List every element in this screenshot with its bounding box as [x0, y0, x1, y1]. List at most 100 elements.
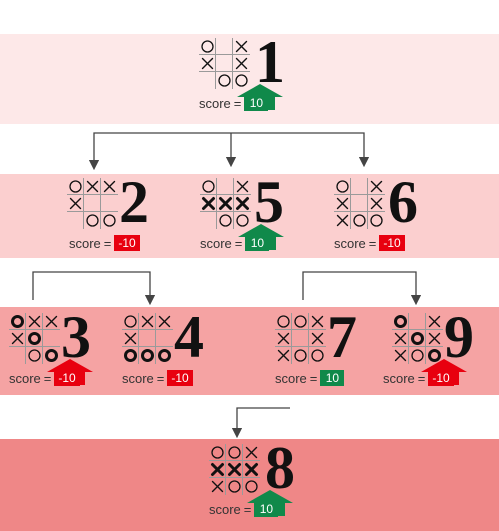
board-cell: [139, 313, 156, 330]
board-cell: [217, 195, 234, 212]
x-mark-icon: [245, 446, 258, 459]
x-mark-icon: [124, 332, 137, 345]
board-cell: [392, 313, 409, 330]
board-cell: [275, 330, 292, 347]
score-row: score=10: [209, 490, 294, 518]
node-number: 9: [444, 304, 474, 370]
tic-tac-toe-board: [199, 38, 250, 89]
board-cell: [426, 347, 443, 364]
board-cell: [101, 195, 118, 212]
board-cell: [67, 178, 84, 195]
x-mark-icon: [336, 214, 349, 227]
board-cell: [292, 330, 309, 347]
score-row: score=-10: [69, 234, 140, 252]
board-cell: [309, 313, 326, 330]
x-mark-icon: [394, 349, 407, 362]
score-value-wrap: -10: [47, 359, 94, 387]
board-cell: [233, 55, 250, 72]
x-mark-icon: [336, 197, 349, 210]
board-cell: [84, 212, 101, 229]
o-mark-icon: [201, 40, 214, 53]
score-label: score=: [275, 371, 317, 386]
o-mark-icon: [86, 214, 99, 227]
score-label: score=: [383, 371, 425, 386]
node-number: 1: [255, 29, 285, 95]
board-cell: [226, 444, 243, 461]
score-badge: -10: [167, 370, 193, 386]
o-mark-icon: [103, 214, 116, 227]
board-cell: [409, 313, 426, 330]
o-mark-icon: [294, 315, 307, 328]
board-cell: [368, 195, 385, 212]
o-mark-icon: [411, 349, 424, 362]
x-mark-icon: [202, 197, 215, 210]
node-number: 7: [327, 304, 357, 370]
score-word: score: [275, 370, 307, 386]
board-cell: [209, 461, 226, 478]
board-cell: [409, 330, 426, 347]
o-mark-icon: [353, 214, 366, 227]
board-cell: [122, 330, 139, 347]
score-value-wrap: 10: [237, 84, 284, 112]
board-cell: [234, 178, 251, 195]
o-mark-icon: [28, 349, 41, 362]
board-cell: [209, 444, 226, 461]
o-mark-icon: [311, 349, 324, 362]
score-badge: 10: [244, 95, 269, 111]
edge-7-to-8: [231, 407, 290, 439]
board-cell: [217, 178, 234, 195]
board-cell: [334, 178, 351, 195]
score-badge: -10: [54, 370, 80, 386]
tic-tac-toe-board: [209, 444, 260, 495]
score-row: score=10: [199, 84, 284, 112]
score-value-wrap: 10: [238, 224, 285, 252]
score-row: score=-10: [383, 359, 468, 387]
board-cell: [351, 212, 368, 229]
tic-tac-toe-board: [275, 313, 326, 364]
o-mark-icon: [228, 446, 241, 459]
edge-2-to-3-4: [32, 271, 156, 306]
o-mark-icon: [294, 349, 307, 362]
score-row: score=10: [200, 224, 285, 252]
score-badge: -10: [428, 370, 454, 386]
o-mark-icon: [69, 180, 82, 193]
board-cell: [243, 444, 260, 461]
board-cell: [199, 38, 216, 55]
x-mark-icon: [28, 315, 41, 328]
board-cell: [426, 313, 443, 330]
tic-tac-toe-board: [200, 178, 251, 229]
board-cell: [199, 55, 216, 72]
board-cell: [351, 178, 368, 195]
node-number: 4: [174, 304, 204, 370]
x-mark-icon: [158, 315, 171, 328]
x-mark-icon: [69, 197, 82, 210]
board-cell: [139, 330, 156, 347]
x-mark-icon: [394, 332, 407, 345]
score-value-wrap: 10: [247, 490, 294, 518]
board-cell: [101, 178, 118, 195]
score-label: score=: [9, 371, 51, 386]
board-cell: [216, 55, 233, 72]
board-cell: [67, 195, 84, 212]
board-cell: [233, 38, 250, 55]
score-value-wrap: -10: [164, 369, 193, 387]
o-mark-icon: [158, 349, 171, 362]
o-mark-icon: [45, 349, 58, 362]
equals-sign: =: [309, 370, 318, 386]
score-word: score: [199, 95, 231, 111]
board-cell: [409, 347, 426, 364]
o-mark-icon: [211, 446, 224, 459]
o-mark-icon: [218, 74, 231, 87]
board-cell: [43, 347, 60, 364]
x-mark-icon: [228, 463, 241, 476]
equals-sign: =: [234, 235, 243, 251]
tic-tac-toe-board: [334, 178, 385, 229]
score-badge: 10: [254, 501, 279, 517]
x-mark-icon: [211, 463, 224, 476]
board-cell: [209, 478, 226, 495]
x-mark-icon: [45, 315, 58, 328]
score-word: score: [334, 235, 366, 251]
board-cell: [139, 347, 156, 364]
o-mark-icon: [336, 180, 349, 193]
score-badge: -10: [114, 235, 140, 251]
